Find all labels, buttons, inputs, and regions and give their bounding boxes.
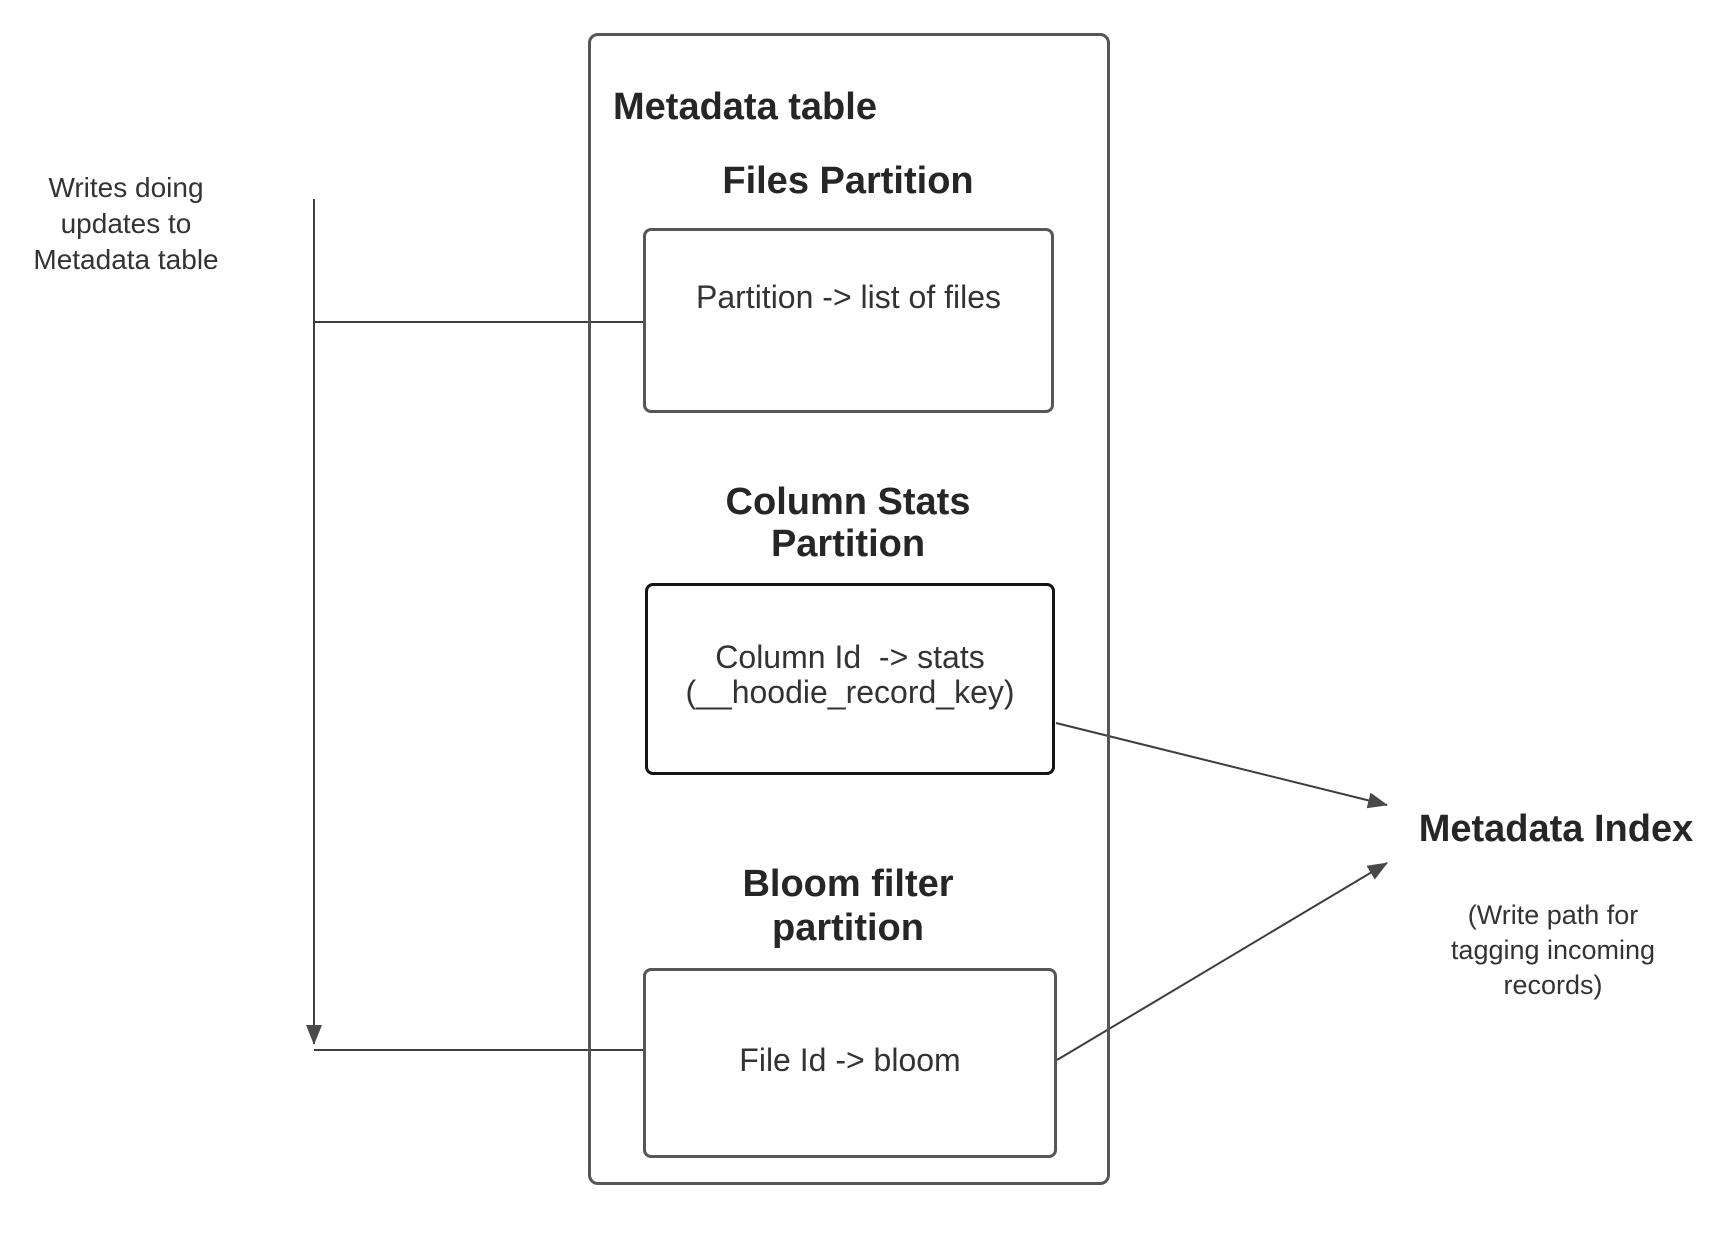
column-stats-box-text: Column Id -> stats (__hoodie_record_key) (685, 639, 1015, 710)
writes-updates-label: Writes doing updates to Metadata table (33, 172, 219, 275)
bloom-filter-box-text: File Id -> bloom (739, 1042, 961, 1078)
column-stats-to-index-arrow (1055, 722, 1388, 809)
metadata-index-subtitle: (Write path for tagging incoming records… (1450, 900, 1656, 1000)
metadata-table-box (588, 33, 1110, 1185)
metadata-index-title: Metadata Index (1418, 808, 1694, 850)
column-stats-box (645, 583, 1055, 775)
bloom-to-index-arrow (1056, 862, 1388, 1061)
files-partition-box-text: Partition -> list of files (696, 279, 1001, 315)
bloom-filter-box (643, 968, 1057, 1158)
column-stats-partition-heading: Column Stats Partition (725, 481, 971, 565)
bloom-filter-partition-heading: Bloom filter partition (742, 863, 954, 949)
metadata-table-title: Metadata table (613, 86, 877, 128)
files-partition-heading: Files Partition (722, 160, 974, 202)
files-partition-box (643, 228, 1054, 413)
